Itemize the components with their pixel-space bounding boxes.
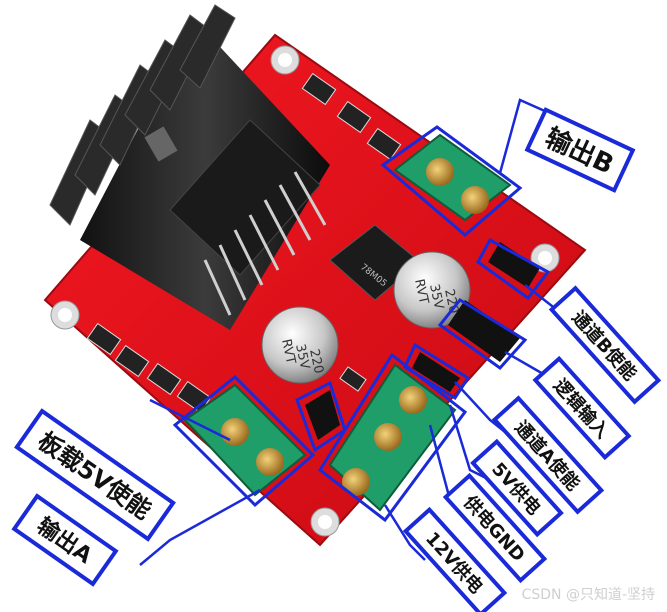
svg-text:220: 220 <box>306 348 326 375</box>
label-output-b: 输出B <box>524 107 636 193</box>
watermark: CSDN @只知道-坚持 <box>521 587 655 603</box>
svg-text:35V: 35V <box>426 283 446 311</box>
svg-text:RVT: RVT <box>411 278 431 306</box>
terminal-block-power <box>328 363 457 512</box>
capacitor: 220 35V RVT <box>261 306 339 384</box>
screw-icon <box>221 418 249 446</box>
jumper-header <box>305 242 540 440</box>
terminal-block-output-a <box>183 383 307 497</box>
smd-components <box>86 72 402 414</box>
screw-icon <box>256 448 284 476</box>
svg-text:RVT: RVT <box>278 338 298 366</box>
highlight-boxes <box>172 125 551 523</box>
screw-icon <box>374 423 402 451</box>
label-output-a: 输出A <box>11 493 119 587</box>
svg-text:220: 220 <box>441 288 461 315</box>
terminal-block-output-b <box>393 133 512 222</box>
screw-icon <box>399 386 427 414</box>
screw-icon <box>461 186 489 214</box>
screw-icon <box>342 468 370 496</box>
svg-text:35V: 35V <box>292 343 312 371</box>
driver-chip <box>169 119 327 316</box>
screw-icon <box>426 158 454 186</box>
